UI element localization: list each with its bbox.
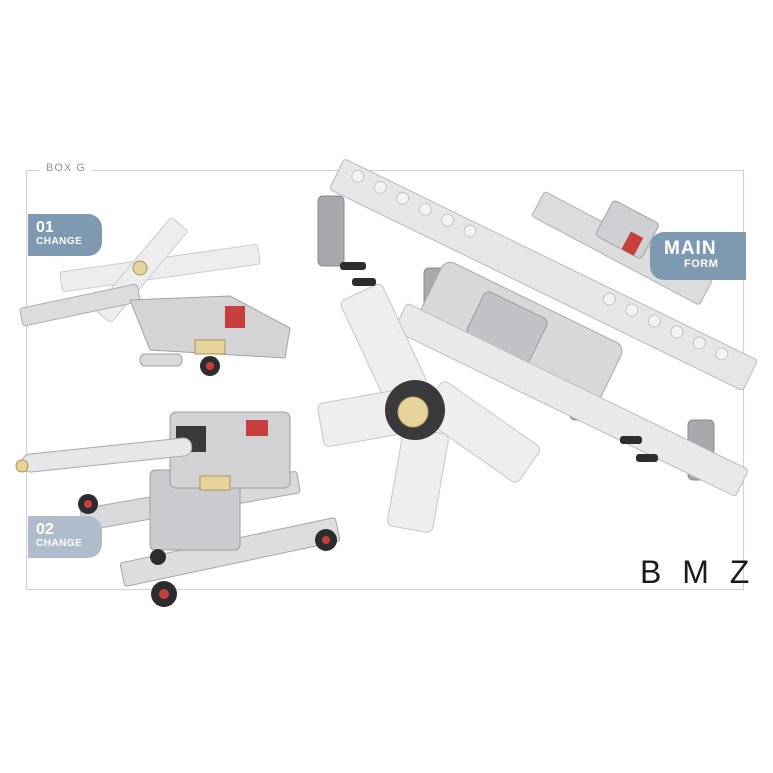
biplane-fuselage xyxy=(417,261,623,407)
biplane-propeller xyxy=(317,283,540,533)
watermark-text: B M Z xyxy=(640,554,756,590)
form1-number: 01 xyxy=(36,219,54,236)
form1-tag: 01 CHANGE xyxy=(28,214,102,256)
helicopter-body xyxy=(19,283,291,376)
main-form-line1: MAIN xyxy=(664,238,717,259)
form2-label: CHANGE xyxy=(36,538,83,549)
cannon-turret xyxy=(169,411,291,491)
biplane-lower-wing xyxy=(394,303,749,497)
helicopter-rotor-hub xyxy=(132,260,148,276)
box-label: BOX G xyxy=(40,162,92,174)
main-form-tag: MAIN FORM xyxy=(650,232,746,280)
cannon-wheels xyxy=(78,494,337,607)
cannon-barrel xyxy=(15,437,193,473)
biplane-strut xyxy=(317,195,345,267)
form2-number: 02 xyxy=(36,521,54,538)
form1-label: CHANGE xyxy=(36,236,83,247)
main-form-line2: FORM xyxy=(684,258,719,270)
form2-tag: 02 CHANGE xyxy=(28,516,102,558)
biplane-upper-wing xyxy=(329,159,758,391)
